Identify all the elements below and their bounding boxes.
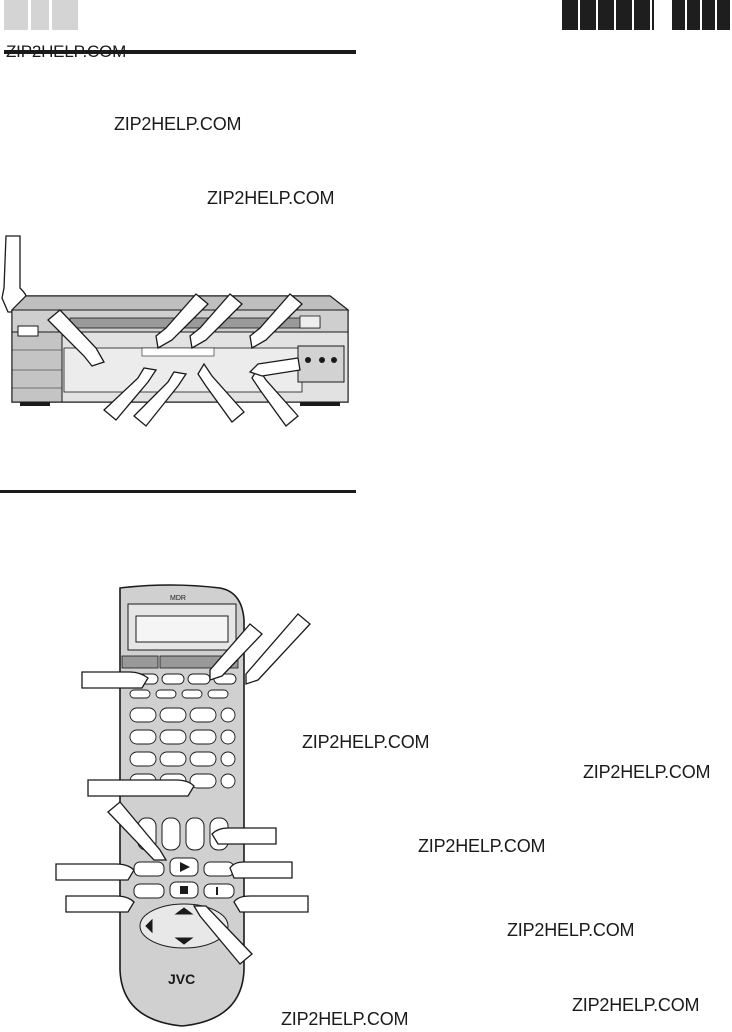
watermark-text: ZIP2HELP.COM (572, 995, 700, 1015)
watermark-text: ZIP2HELP.COM (6, 42, 127, 61)
header-tab-right-2 (672, 0, 732, 30)
remote-body: MDR (119, 584, 245, 1027)
watermark-text: ZIP2HELP.COM (302, 732, 430, 752)
stop-icon (180, 886, 188, 894)
remote-brand-logo: JVC (168, 971, 195, 987)
header-tab-left-1 (4, 0, 28, 30)
watermark-text: ZIP2HELP.COM (418, 836, 546, 856)
header-tab-left-2 (31, 0, 49, 30)
play-icon (180, 862, 190, 872)
pointing-hand-icon (55, 613, 311, 965)
watermark-text: ZIP2HELP.COM (507, 920, 635, 940)
remote-control-illustration: MDR (55, 584, 311, 1027)
watermark-text: ZIP2HELP.COM (583, 762, 711, 782)
watermark-text: ZIP2HELP.COM (281, 1009, 409, 1029)
watermark-text: ZIP2HELP.COM (114, 114, 242, 134)
header-tab-right-1 (562, 0, 654, 30)
pause-icon (216, 887, 218, 895)
vcr-front-panel-illustration (1, 235, 350, 427)
watermark-text: ZIP2HELP.COM (207, 188, 335, 208)
pointing-hand-icon (47, 293, 303, 427)
section-rule-top (4, 50, 356, 54)
header-tab-left-3 (52, 0, 78, 30)
section-rule-middle (0, 490, 356, 493)
remote-top-label: MDR (170, 595, 186, 602)
